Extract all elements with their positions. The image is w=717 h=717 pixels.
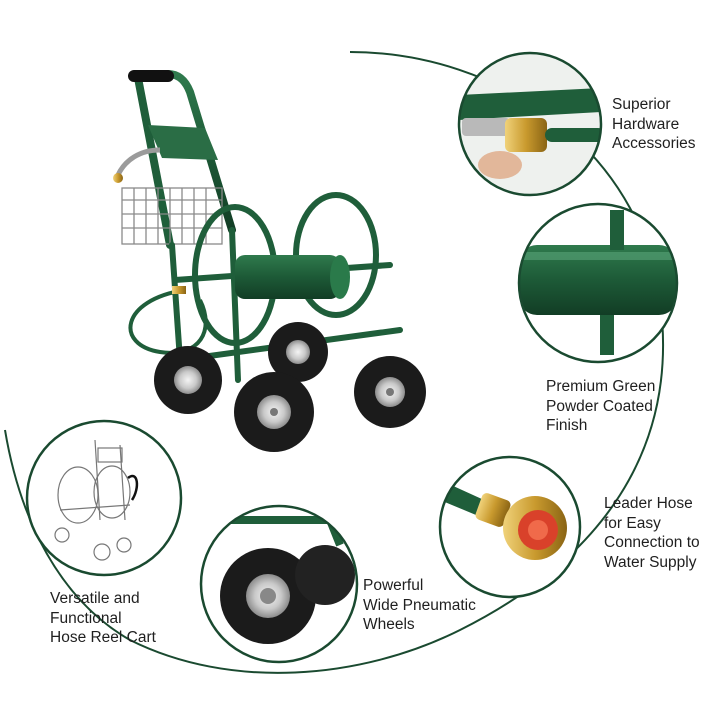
cart-sketch-icon: [54, 439, 139, 561]
cart-wheel-back-left: [154, 346, 222, 414]
brass-connector-icon: [505, 118, 547, 152]
cart-wheel-front-left: [234, 372, 314, 452]
callout-versatile: [25, 419, 183, 577]
cart-wheel-front-right: [354, 356, 426, 428]
callout-leader: [438, 455, 582, 599]
pneumatic-wheel-icon: [201, 506, 357, 662]
hose-reel-cart: [113, 69, 426, 452]
versatile-label: Versatile and Functional Hose Reel Cart: [50, 590, 156, 646]
wheels-label: Powerful Wide Pneumatic Wheels: [363, 577, 476, 633]
finish-label: Premium Green Powder Coated Finish: [546, 378, 656, 434]
cart-wheel-back-right: [268, 322, 328, 382]
callout-finish: [517, 202, 679, 364]
callout-hardware: [457, 51, 603, 197]
callout-wheels: [199, 504, 359, 664]
hose-fitting-icon: [440, 457, 580, 597]
leader-hose-label: Leader Hose for Easy Connection to Water…: [604, 495, 700, 571]
hardware-label: Superior Hardware Accessories: [612, 96, 696, 152]
green-tube-icon: [519, 204, 677, 362]
